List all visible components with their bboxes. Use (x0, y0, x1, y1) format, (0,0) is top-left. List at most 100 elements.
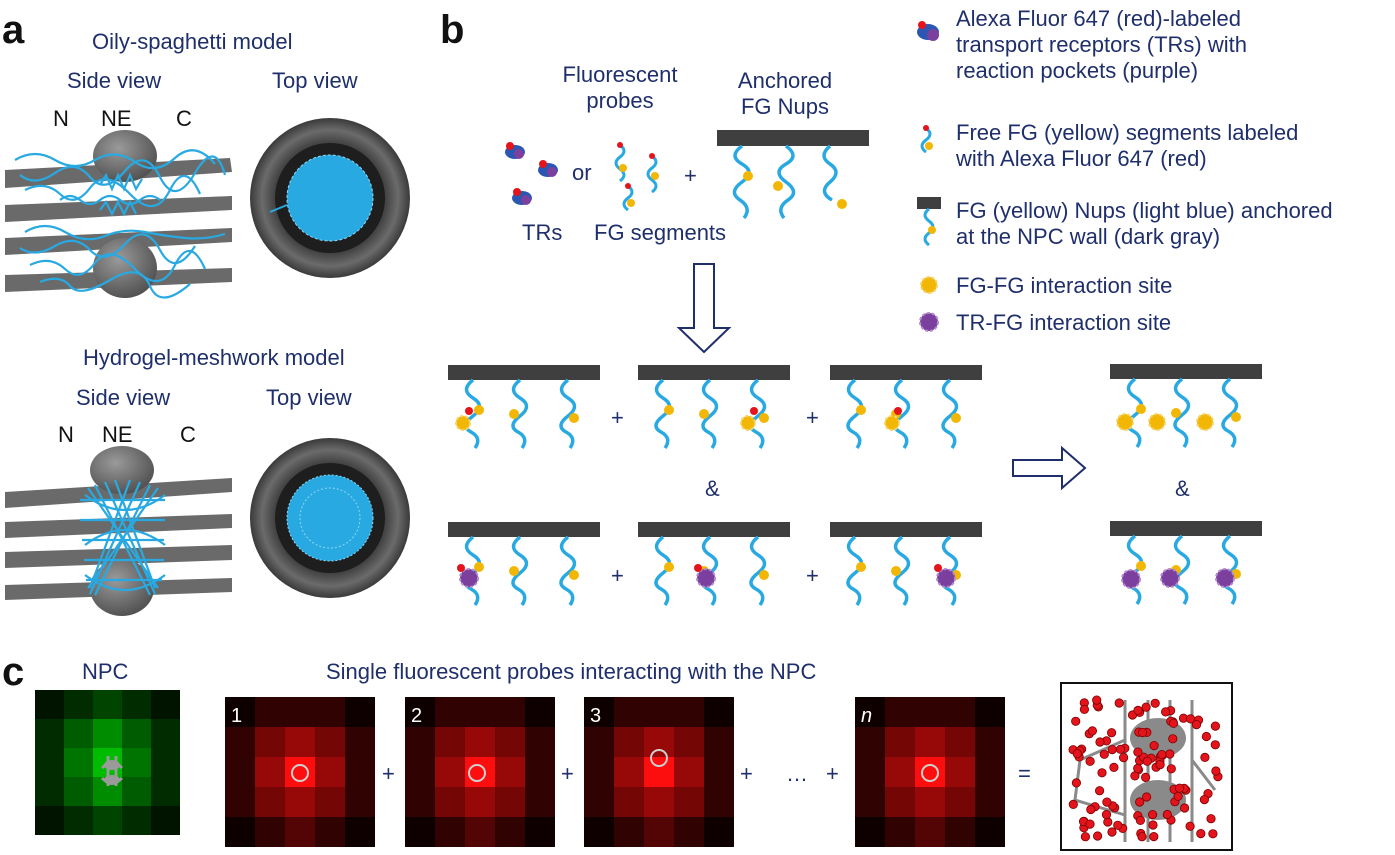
ampersand-left: & (705, 476, 720, 501)
down-arrow (676, 263, 732, 354)
npc-position-circle (291, 764, 309, 782)
fg-site (509, 409, 519, 419)
probe-pixel (465, 787, 495, 817)
side-view-label-bottom: Side view (76, 385, 171, 410)
probe-pixel (584, 817, 614, 847)
probe-pixel (704, 817, 734, 847)
legend-fg-icon (920, 125, 933, 154)
localization-dot (1208, 829, 1218, 839)
fgfg-site (1148, 413, 1166, 431)
fg-nup-strand (559, 378, 577, 450)
top-view-label-bottom: Top view (266, 385, 352, 410)
fg-site (569, 570, 579, 580)
localization-dot (1109, 762, 1119, 773)
probe-pixel (855, 787, 885, 817)
localization-dot (1199, 794, 1210, 805)
localization-dot (1107, 744, 1117, 755)
frame-number-label: 2 (411, 705, 422, 727)
probe-pixel (225, 787, 255, 817)
probe-pixel (614, 727, 644, 757)
probe-pixel (945, 787, 975, 817)
probe-pixel (614, 817, 644, 847)
probe-pixel (345, 787, 375, 817)
probe-pixel (915, 727, 945, 757)
plus-row1-a: + (611, 405, 624, 430)
localization-dot (1095, 786, 1105, 796)
probe-pixel (975, 757, 1005, 787)
fg-nup-strand (846, 535, 864, 607)
localization-dot (1148, 820, 1158, 830)
localization-dot (1148, 809, 1158, 820)
plus-probes-nups: + (684, 163, 697, 188)
probe-pixel (225, 757, 255, 787)
legend-trfg-text: TR-FG interaction site (956, 310, 1172, 335)
probe-pixel (495, 727, 525, 757)
plus-row2-a: + (611, 563, 624, 588)
localization-dot (1137, 832, 1147, 842)
localization-dot (1157, 749, 1167, 760)
npc-wall-bar (638, 365, 790, 380)
localization-dot (1211, 766, 1221, 776)
localization-dot (1079, 704, 1090, 715)
legend-nup-text: FG (yellow) Nups (light blue) anchored a… (956, 198, 1333, 250)
npc-blob (104, 775, 120, 785)
legend-nup-line1: FG (yellow) Nups (light blue) anchored (956, 198, 1333, 223)
probe-pixel (855, 697, 885, 727)
fg-segment-icons (614, 142, 659, 212)
probe-pixel (704, 787, 734, 817)
n-label-bottom: N (58, 422, 74, 447)
localization-dot (1097, 768, 1107, 778)
probe-pixel (465, 697, 495, 727)
fluorescent-probes-line2: probes (586, 88, 654, 113)
legend-tr-text: Alexa Fluor 647 (red)-labeled transport … (956, 6, 1247, 84)
localization-map (1060, 682, 1233, 851)
fg-segments-label: FG segments (594, 220, 727, 245)
fg-nup-strand (464, 378, 482, 450)
fg-nup-strand (511, 535, 529, 607)
fg-site (856, 562, 866, 572)
alexa-dye (694, 564, 702, 572)
anchored-line2: FG Nups (740, 94, 830, 119)
fg-nup-strand (1173, 377, 1191, 449)
localization-dot (1138, 727, 1148, 738)
probe-pixel (345, 697, 375, 727)
localization-dot (1206, 814, 1216, 824)
localization-dot (1191, 719, 1202, 730)
fg-nup-strand (846, 378, 864, 450)
legend-tr-line2: transport receptors (TRs) with (956, 32, 1247, 57)
npc-wall-bar (448, 365, 600, 380)
reaction-group (1110, 521, 1262, 606)
frame-number-label: 1 (231, 705, 242, 727)
probe-pixel (435, 697, 465, 727)
localization-dot (1080, 832, 1091, 842)
probe-pixel (885, 697, 915, 727)
fg-site (951, 413, 961, 423)
plus-c-1: + (382, 761, 395, 786)
localization-dot (1142, 756, 1152, 766)
probe-pixel (704, 727, 734, 757)
trs-label: TRs (522, 220, 563, 245)
npc-frame (35, 690, 180, 835)
plus-c-3: + (740, 761, 753, 786)
probe-pixel (255, 727, 285, 757)
probe-pixel (255, 787, 285, 817)
probe-pixel (975, 787, 1005, 817)
probe-pixel (405, 697, 435, 727)
probe-pixel (255, 697, 285, 727)
fg-nup-strand (941, 378, 959, 450)
top-view-oily (250, 118, 410, 278)
fg-site (664, 405, 674, 415)
probe-pixel (495, 697, 525, 727)
probe-pixel (315, 727, 345, 757)
trfg-site (1215, 568, 1235, 588)
probe-pixel (225, 817, 255, 847)
oily-spaghetti-title: Oily-spaghetti model (92, 29, 293, 54)
probe-pixel (674, 727, 704, 757)
probe-pixel (975, 697, 1005, 727)
fg-site (1136, 561, 1146, 571)
npc-pixel (64, 719, 93, 748)
localization-dot (1085, 819, 1095, 829)
localization-dot (1149, 740, 1159, 751)
localization-dot (1092, 695, 1102, 705)
